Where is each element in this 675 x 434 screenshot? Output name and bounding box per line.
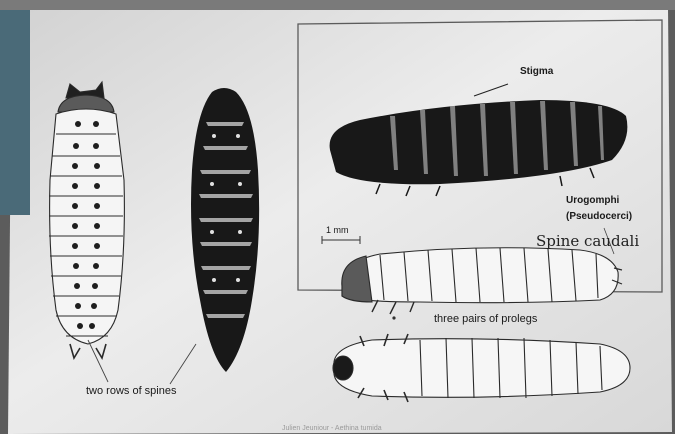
corner-photo (0, 0, 30, 215)
spine-caudali-label: Spine caudali (536, 234, 639, 249)
stigma-label: Stigma (520, 67, 553, 77)
larva-drawing-dorsal (49, 82, 124, 358)
urogomphi-label: Urogomphi (566, 196, 619, 206)
pseudocerci-label: (Pseudocerci) (566, 212, 632, 222)
prolegs-label: three pairs of prolegs (434, 314, 537, 325)
larva-drawing-ventral (333, 334, 630, 402)
credit-text: Julien Jeuniour - Aethina tumida (282, 425, 382, 432)
spines-label: two rows of spines (86, 386, 176, 397)
scale-label: 1 mm (326, 226, 349, 235)
